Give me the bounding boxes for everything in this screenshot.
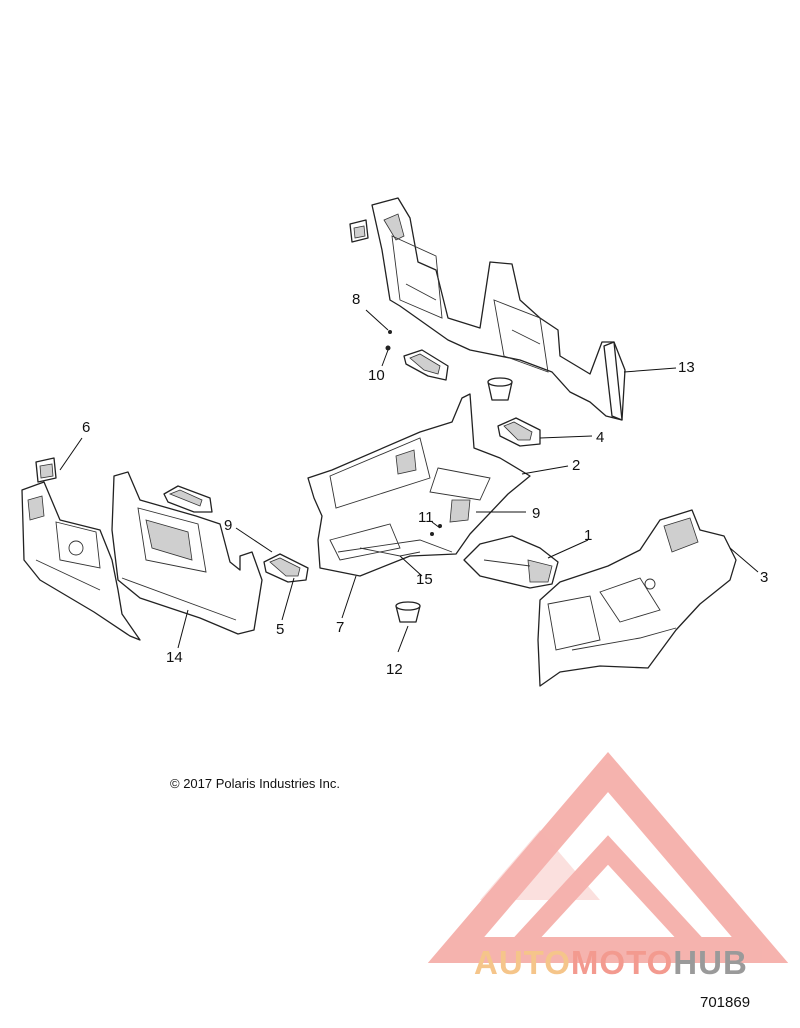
part-5-footrest [263, 553, 309, 583]
callout-9-right: 9 [532, 505, 540, 522]
part-6-clip-top [349, 219, 369, 243]
callout-13: 13 [678, 359, 695, 376]
part-8-fastener [388, 330, 392, 334]
leader-lines [59, 309, 759, 653]
callout-11: 11 [418, 509, 434, 526]
callout-4: 4 [596, 429, 604, 446]
part-13-rear-floor-panel [371, 197, 626, 421]
callout-7: 7 [336, 619, 344, 636]
watermark-logo-icon [427, 751, 789, 963]
part-10-fastener [385, 345, 391, 351]
watermark-hub: HUB [673, 944, 748, 981]
part-3-right-floor-panel [537, 509, 737, 687]
left-side-panel [21, 481, 141, 641]
part-2-center-floor [307, 393, 531, 577]
callout-2: 2 [572, 457, 580, 474]
part-12-cup [395, 601, 421, 623]
watermark-auto: AUTO [474, 944, 571, 981]
callout-8: 8 [352, 291, 360, 308]
callout-10: 10 [368, 367, 385, 384]
figure-number: 701869 [700, 994, 751, 1011]
callout-6: 6 [82, 419, 90, 436]
watermark-text: AUTOMOTOHUB [474, 944, 748, 982]
watermark-moto: MOTO [570, 944, 674, 981]
callout-5: 5 [276, 621, 284, 638]
callout-14: 14 [166, 649, 183, 666]
part-1-heel-guard [463, 535, 559, 589]
part-4-footrest [497, 417, 541, 447]
callout-12: 12 [386, 661, 403, 678]
footrest-rear-left [403, 349, 449, 381]
callout-15: 15 [416, 571, 433, 588]
part-14-left-floor-panel [111, 471, 263, 635]
callout-9-left: 9 [224, 517, 232, 534]
callout-3: 3 [760, 569, 768, 586]
footrest-left [163, 485, 213, 513]
callout-1: 1 [584, 527, 592, 544]
callout-labels: 1 2 3 4 5 6 7 8 9 9 10 11 12 13 14 15 [82, 291, 768, 678]
cup-holder-upper [487, 377, 513, 401]
copyright-notice: © 2017 Polaris Industries Inc. [170, 776, 340, 791]
part-6-clip [35, 457, 57, 483]
